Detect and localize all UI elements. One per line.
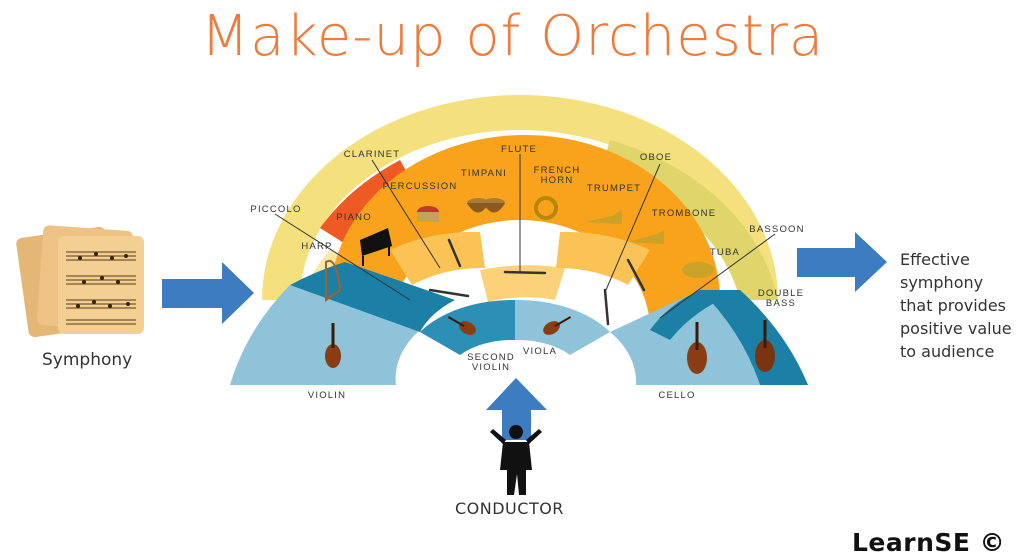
cello-icon (687, 322, 707, 374)
arrow-up-conductor (486, 378, 547, 440)
woodwinds-band (330, 135, 720, 330)
harp-icon (325, 259, 342, 302)
trombone-icon (628, 230, 664, 244)
double-bass-section (700, 290, 808, 385)
effect-line-5: to audience (900, 342, 995, 361)
effect-line-4: positive value (900, 319, 1012, 338)
timpani-label: TIMPANI (461, 168, 507, 179)
second-violin-section (290, 262, 455, 332)
double-bass-icon (755, 320, 775, 372)
sheet-music-icon (16, 225, 144, 337)
trombone-label: TROMBONE (652, 208, 717, 219)
clarinet-label: CLARINET (344, 149, 401, 160)
effect-line-3: that provides (900, 296, 1006, 315)
page-title: Make-up of Orchestra (200, 4, 825, 69)
effective-symphony-text: Effective symphony that provides positiv… (900, 248, 1025, 363)
effect-line-2: symphony (900, 273, 984, 292)
french-horn-label-1: FRENCH (534, 165, 581, 176)
trumpet-icon (585, 210, 622, 224)
piano-icon (360, 228, 392, 266)
timpani-icon (467, 198, 505, 213)
double-bass-label-1: DOUBLE (758, 288, 804, 299)
trumpet-label: TRUMPET (587, 183, 641, 194)
woodwinds-inner-left (390, 231, 485, 285)
french-horn-label-2: HORN (541, 175, 574, 186)
piccolo-label: PICCOLO (250, 204, 301, 215)
arrow-right-right (797, 232, 887, 292)
second-violin-icon (447, 316, 476, 335)
flute-label: FLUTE (501, 144, 537, 155)
percussion-label: PERCUSSION (383, 181, 458, 192)
conductor-label: CONDUCTOR (455, 499, 564, 518)
cello-dark-left (650, 290, 720, 340)
percussion-icon (417, 206, 439, 222)
tuba-icon (682, 262, 714, 278)
violin-label: VIOLIN (308, 390, 346, 401)
viola-icon (543, 316, 572, 335)
oboe-label: OBOE (640, 152, 672, 163)
double-bass-label-2: BASS (766, 298, 796, 309)
woodwind-icons (428, 238, 646, 326)
symphony-label: Symphony (42, 350, 133, 370)
french-horn-icon (534, 196, 558, 220)
harp-label: HARP (301, 241, 332, 252)
piano-label: PIANO (336, 212, 372, 223)
cello-section (610, 290, 760, 385)
conductor-figure (490, 425, 542, 495)
second-violin-label-1: SECOND (467, 352, 515, 363)
cello-label: CELLO (658, 390, 695, 401)
arrow-right-left (162, 262, 254, 324)
violin-section (230, 285, 420, 385)
bassoon-label: BASSOON (749, 224, 804, 235)
stage-center (460, 345, 576, 390)
outer-band (262, 95, 778, 300)
brand-logo: LearnSE © (852, 528, 1006, 557)
violin-icon (325, 323, 341, 368)
second-violin-label-2: VIOLIN (472, 362, 510, 373)
effect-line-1: Effective (900, 250, 970, 269)
viola-label: VIOLA (523, 346, 557, 357)
tuba-label: TUBA (710, 247, 740, 258)
leader-lines (274, 154, 776, 319)
woodwinds-inner-right (556, 231, 650, 285)
viola-section (515, 299, 610, 355)
flute-section (480, 265, 565, 302)
